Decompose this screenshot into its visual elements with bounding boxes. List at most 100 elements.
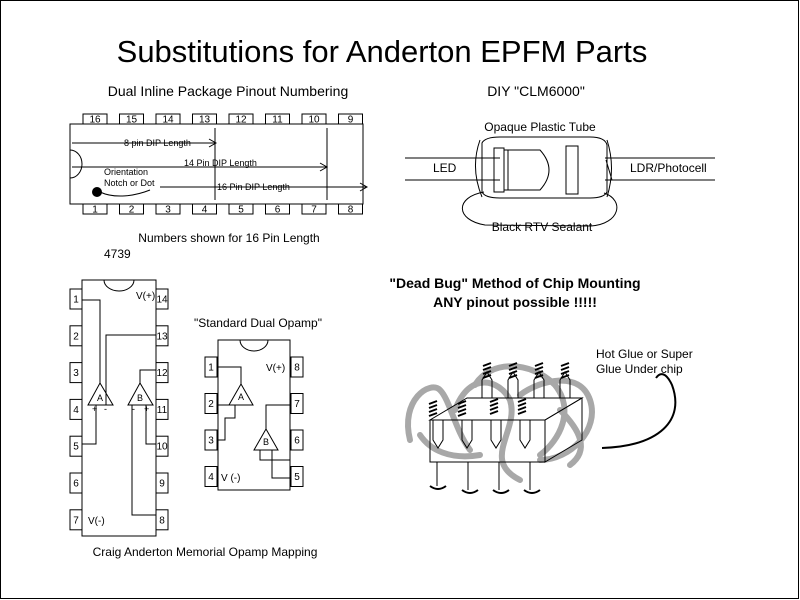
chip-pin-front-1 [432,420,444,449]
led-label: LED [433,161,457,175]
coil-front-1 [428,400,438,417]
dip-top-pin-12: 12 [228,113,254,126]
dip-top-pin-15: 15 [119,113,144,126]
ic4739-opamp-a-label: A [97,393,103,403]
ic4739-pin-2-label: 2 [73,331,79,342]
ic4739-opamp-b [127,381,154,406]
dual-opamp-pin-3-box [204,429,218,451]
page-title: Substitutions for Anderton EPFM Parts [117,34,648,69]
glue-blob-2 [461,489,479,494]
ic4739-pin-1-box [69,288,83,310]
dip-bottom-pin-7-box [301,203,327,215]
ic4739-wire-b-out [139,369,156,383]
len16-label: 16 Pin DIP Length [217,182,290,192]
ic4739-opamp-b-label: B [137,393,143,403]
coil-back-2 [508,362,518,379]
wire-gray-3 [472,363,568,458]
dip-bottom-pin-7-label: 7 [311,205,317,216]
ic4739-wire-a-plus [82,405,97,445]
dip-bottom-pin-3-label: 3 [165,205,171,216]
dead-bug-heading-1: "Dead Bug" Method of Chip Mounting [389,275,640,291]
ic4739-pin-3: 3 [69,362,83,384]
dip-bottom-pin-8-label: 8 [348,205,354,216]
dip-top-pin-10-box [301,113,327,125]
len14-label: 14 Pin DIP Length [184,158,257,168]
dead-bug-chip [405,362,677,494]
ic4739-name: 4739 [104,247,131,261]
dip-top-pin-11-label: 11 [272,115,283,126]
coil-front-4 [517,398,527,415]
ic4739-pin-12-label: 12 [156,368,168,379]
dual-opamp-pin-4-box [204,466,218,487]
dip-bottom-pin-1-box [82,203,108,215]
dip-bottom-pin-6-box [265,203,290,215]
ic4739-pin-11-label: 11 [157,405,168,416]
coil-front-2 [457,400,467,417]
ic4739-pin-14-box [155,288,169,310]
ic4739-pin-4-box [69,398,83,420]
ic4739-wire-b-plus [145,405,156,445]
ic4739-pin-9: 9 [155,472,169,494]
ic4739-pin-5-label: 5 [73,442,79,453]
dead-bug-heading-2: ANY pinout possible !!!!! [433,294,597,310]
ic4739-b-plus: + [144,404,149,414]
dual-opamp-pin-5-box [290,466,304,487]
ic4739-pin-9-box [155,472,169,494]
dual-opamp-pin-3: 3 [204,429,218,451]
dip-top-pin-12-label: 12 [235,115,247,126]
dip-top-pin-9-label: 9 [348,115,354,126]
dip-bottom-pin-6-label: 6 [275,205,281,216]
ic4739-a-plus: + [92,404,97,414]
dual-opamp-pin-1: 1 [204,356,218,378]
len8-label: 8 pin DIP Length [124,138,191,148]
dual-opamp-wire-1 [218,366,242,384]
dual-opamp-body [217,339,291,491]
glue-blob-3 [492,489,510,494]
dual-opamp-pin-7: 7 [290,393,304,414]
ic4739-pin-14: 14 [155,288,169,310]
dip-top-pin-16-label: 16 [89,115,101,126]
ic4739-pin-7: 7 [69,509,83,531]
coil-back-3 [534,362,544,379]
dip-top-pin-13-box [192,113,217,125]
dip-top-pin-11-box [265,113,290,125]
dip-bottom-pin-4: 4 [192,203,217,216]
dip-bottom-pin-5: 5 [228,203,254,216]
ic4739-pin-13: 13 [155,325,169,347]
dip-heading: Dual Inline Package Pinout Numbering [108,83,348,99]
dual-opamp-package: V(+) V (-) A B [217,339,291,491]
ic4739-pin-5: 5 [69,435,83,457]
ic4739-pin-3-label: 3 [73,368,79,379]
tube-label: Opaque Plastic Tube [484,120,596,134]
len8-arrowhead [208,138,218,148]
dual-opamp-pin-4-label: 4 [208,472,214,483]
ic4739-pin-10: 10 [155,435,169,457]
dual-opamp-pin-2-label: 2 [208,399,214,410]
coil-back-1 [482,362,492,379]
dual-opamp-pin-4: 4 [204,466,218,487]
dip-bottom-pin-4-label: 4 [202,205,208,216]
glue-label-2: Glue Under chip [596,362,683,376]
dual-opamp-pin-6: 6 [290,429,304,451]
dual-opamp-pin-8: 8 [290,356,304,378]
dual-opamp-pin-1-label: 1 [208,363,214,374]
dip-top-pin-11: 11 [265,113,290,126]
dual-opamp-pin-2: 2 [204,393,218,414]
ic4739-pin-13-box [155,325,169,347]
ic4739-notch [103,279,135,292]
ic4739-pin-12: 12 [155,362,169,384]
dual-opamp-wire-7 [265,404,290,429]
dip-bottom-pin-7: 7 [301,203,327,216]
dip-top-pin-14-label: 14 [162,115,174,126]
dual-opamp-pin-5: 5 [290,466,304,487]
ic4739-pin-6-label: 6 [73,479,79,490]
dual-opamp-wire-6 [259,440,291,461]
coil-back-4 [560,362,570,379]
ic4739-wire-a-in [105,334,156,405]
ic4739-pin-4: 4 [69,398,83,420]
ic4739-pin-12-box [155,362,169,384]
dip-top-pin-9-box [338,113,363,125]
dual-opamp-pin-2-box [204,393,218,414]
